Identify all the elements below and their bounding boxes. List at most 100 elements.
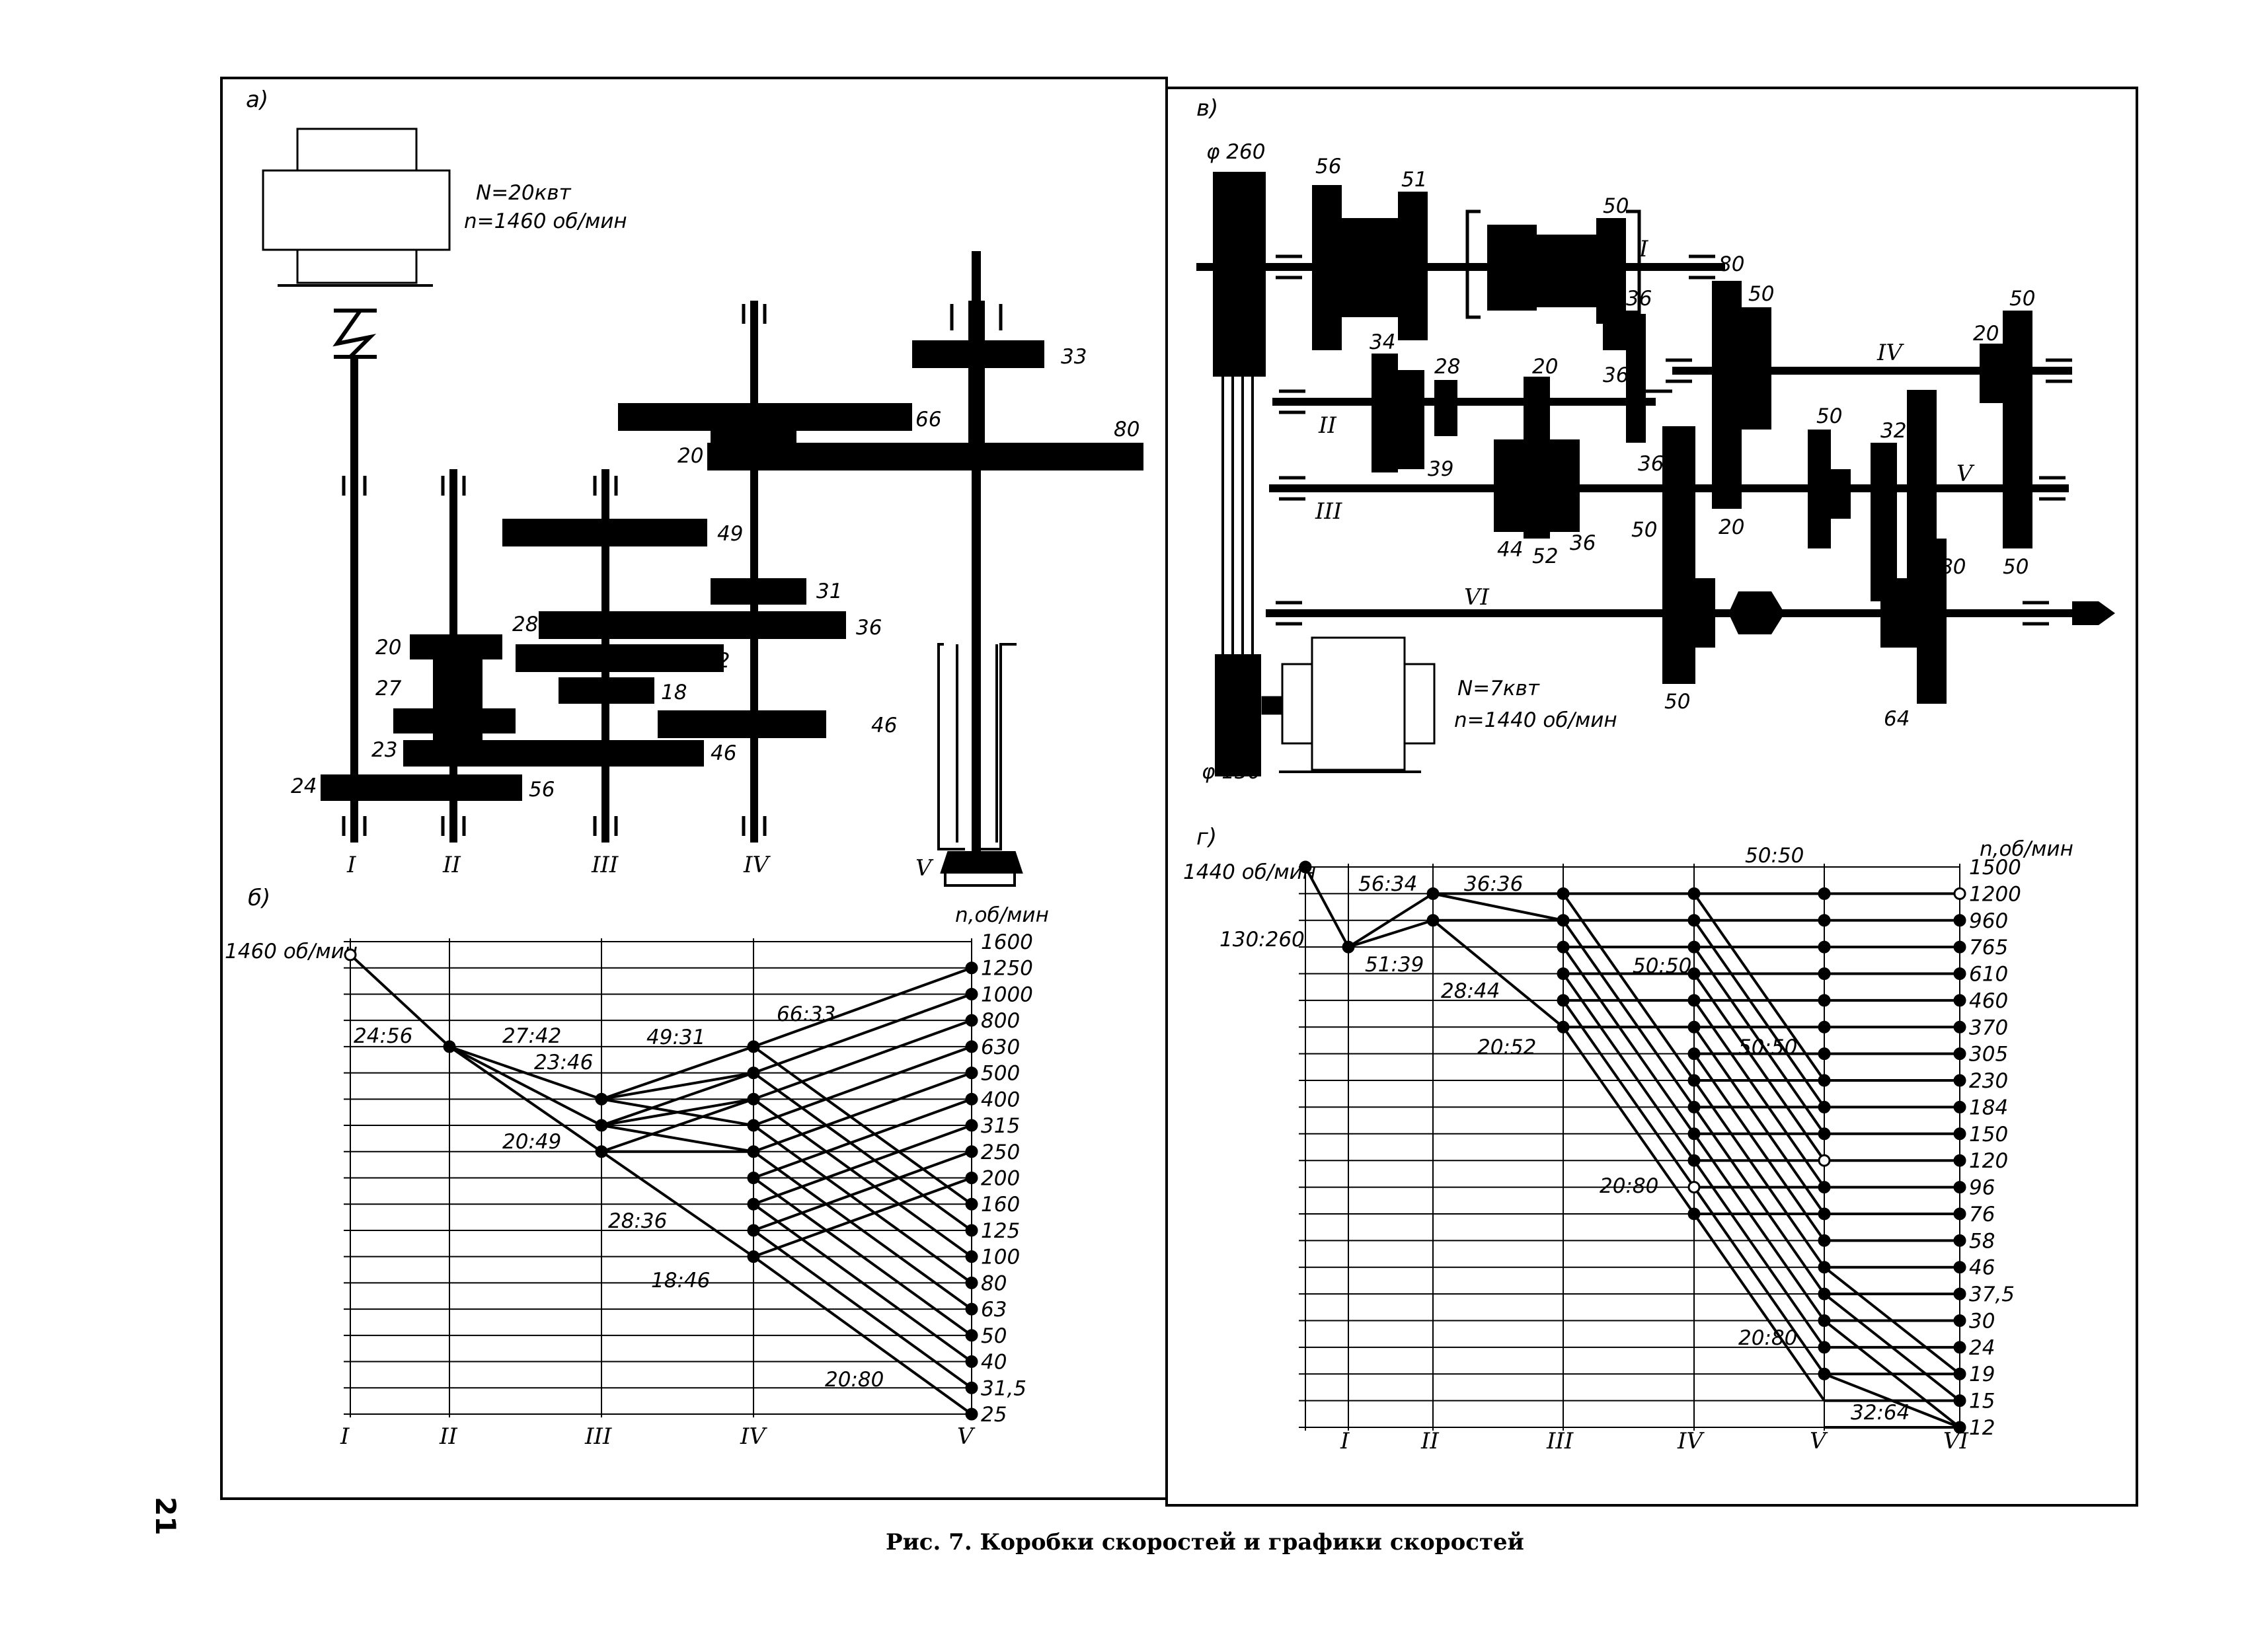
speed-node	[1687, 1207, 1701, 1220]
speed-node	[1557, 914, 1570, 927]
speed-ray	[752, 1098, 973, 1258]
speed-node	[1953, 1020, 1966, 1033]
speed-ray	[1562, 946, 1695, 1135]
speed-value: 315	[981, 1114, 1020, 1138]
ratio-label: 49:31	[646, 1026, 705, 1049]
speed-node	[1953, 1074, 1966, 1087]
shaft-label: I	[340, 1423, 350, 1450]
speed-node	[1687, 1181, 1701, 1194]
shaft-label: II	[1420, 1428, 1439, 1454]
speed-node	[965, 1145, 978, 1158]
speed-ray	[753, 993, 972, 1074]
gear-label: 80	[1114, 418, 1140, 441]
speed-node	[965, 1014, 978, 1027]
gear-labels-a: 33 66 80 20 49 31 28 36 42 18 46 20 27 2…	[291, 345, 1140, 802]
speed-value: 24	[1969, 1336, 1995, 1360]
gear-label: 56	[529, 778, 555, 802]
pulley-top-label: φ 260	[1206, 140, 1265, 164]
speed-node	[1818, 1181, 1831, 1194]
figure-caption: Рис. 7. Коробки скоростей и графики скор…	[886, 1529, 1524, 1556]
speed-rays-b	[344, 948, 978, 1421]
speed-value: 1600	[981, 930, 1033, 954]
speed-node	[965, 1092, 978, 1106]
ratio-label: 51:39	[1365, 953, 1424, 977]
gear-label: 36	[1638, 452, 1664, 476]
speed-ray	[1693, 919, 1826, 1108]
gear-label: 44	[1497, 538, 1523, 562]
speed-value: 76	[1969, 1203, 1995, 1226]
speed-ray	[1693, 1106, 1826, 1295]
ratio-label: 28:44	[1441, 979, 1500, 1003]
speed-node	[1953, 1261, 1966, 1274]
speed-value: 230	[1969, 1069, 2008, 1093]
speed-node	[747, 1250, 760, 1263]
speed-ray	[752, 1124, 973, 1285]
ratio-labels-b: 24:56 27:42 23:46 49:31 66:33 20:49 28:3…	[354, 1002, 884, 1392]
belt-lines-v	[1221, 373, 1254, 657]
gear-label: 50	[2009, 287, 2035, 311]
speed-node	[1953, 1367, 1966, 1380]
speed-node	[595, 1092, 608, 1106]
speed-ray	[1562, 973, 1695, 1162]
ratio-label: 36:36	[1464, 872, 1523, 896]
speed-value: 250	[981, 1141, 1020, 1164]
speed-node	[1687, 967, 1701, 981]
speed-value: 765	[1969, 936, 2008, 959]
speed-node	[1818, 914, 1831, 927]
speed-value: 500	[981, 1062, 1020, 1086]
speed-node	[443, 1040, 456, 1053]
gear-label: 34	[1370, 330, 1395, 354]
speed-node	[595, 1145, 608, 1158]
speed-ray	[601, 1124, 754, 1153]
speed-ray	[449, 1045, 602, 1127]
shaft-label: I	[1340, 1428, 1350, 1454]
speed-node	[1953, 1314, 1966, 1327]
speed-ray	[449, 1045, 602, 1101]
page-number: 21	[149, 1497, 182, 1535]
speed-ray	[349, 954, 451, 1048]
shaft-label: III	[1315, 498, 1342, 525]
gear-label: 32	[1880, 419, 1906, 443]
speed-ray	[1432, 892, 1564, 922]
gear-label: 23	[371, 738, 397, 762]
speed-node	[747, 1067, 760, 1080]
ratio-label: 56:34	[1358, 872, 1417, 896]
speed-ray	[601, 1071, 754, 1101]
motor-v-power: N=7квт	[1457, 677, 1540, 700]
ratio-labels-g: 56:34 36:36 50:50 130:260 51:39 28:44 50…	[1219, 844, 1910, 1425]
gear-label: 46	[711, 741, 736, 765]
speed-node	[1818, 1314, 1831, 1327]
speed-node	[1818, 1154, 1831, 1167]
speed-node	[1557, 887, 1570, 900]
speed-node	[965, 1067, 978, 1080]
speed-value: 120	[1969, 1149, 2008, 1173]
speed-ray	[753, 966, 972, 1048]
motor-a-power: N=20квт	[476, 181, 572, 205]
shaft-labels-v: I II III IV V VI	[1315, 236, 1975, 611]
speed-value: 31,5	[981, 1376, 1026, 1400]
speed-ray	[1693, 1213, 1826, 1402]
speed-ray	[448, 1045, 603, 1153]
speed-node	[1557, 1020, 1570, 1033]
speed-node	[1953, 967, 1966, 981]
speed-ray	[1693, 946, 1826, 1135]
speed-value: 1250	[981, 957, 1033, 981]
speed-node	[1818, 1287, 1831, 1300]
gear-label: 50	[2003, 555, 2029, 579]
ratio-label: 28:36	[608, 1209, 667, 1233]
speed-node	[1818, 1127, 1831, 1141]
speed-ray	[752, 1176, 973, 1337]
gear-label: 50	[1631, 518, 1657, 542]
panel-g-input-speed: 1440 об/мин	[1183, 860, 1316, 884]
gear-label: 24	[291, 774, 317, 798]
shaft-label: III	[1546, 1428, 1574, 1454]
speed-value: 80	[981, 1271, 1007, 1295]
belt-drive-v-icon	[1213, 172, 1266, 776]
speed-node	[1687, 1020, 1701, 1033]
ratio-label: 20:80	[1738, 1326, 1797, 1350]
ratio-label: 20:80	[825, 1368, 884, 1392]
speed-node	[1953, 940, 1966, 954]
shaft-label: V	[1956, 461, 1975, 487]
motor-v-icon	[1261, 636, 1436, 773]
speed-ray	[753, 1150, 972, 1232]
